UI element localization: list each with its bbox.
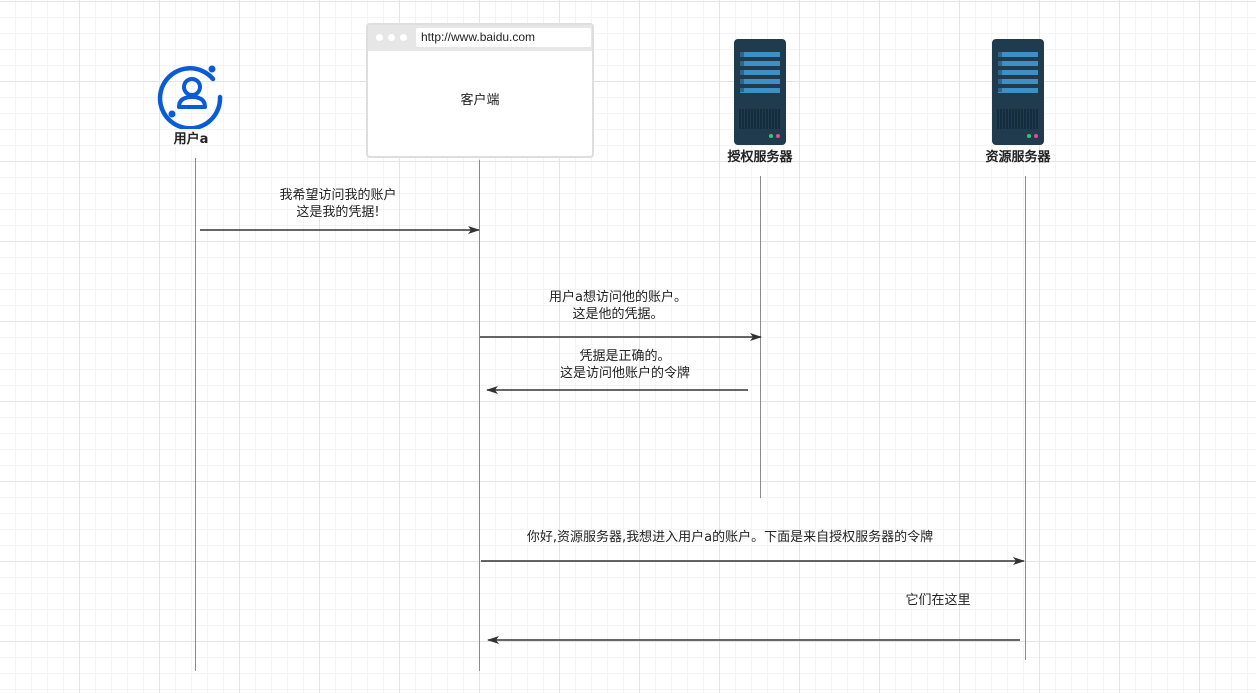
client-browser-window[interactable]: http://www.baidu.com 客户端 xyxy=(366,23,594,158)
user-circle-icon[interactable] xyxy=(157,59,227,129)
server-icon[interactable] xyxy=(734,39,786,145)
resource-server-label: 资源服务器 xyxy=(985,150,1051,165)
browser-dot-icon xyxy=(400,34,407,41)
resource-server-lifeline xyxy=(1025,176,1026,660)
message-label-1: 我希望访问我的账户 这是我的凭据! xyxy=(279,188,397,220)
client-label: 客户端 xyxy=(460,93,500,108)
auth-server-label: 授权服务器 xyxy=(727,150,793,165)
browser-dot-icon xyxy=(376,34,383,41)
server-icon[interactable] xyxy=(992,39,1044,145)
message-label-4: 你好,资源服务器,我想进入用户a的账户。下面是来自授权服务器的令牌 xyxy=(526,530,934,545)
browser-dot-icon xyxy=(388,34,395,41)
user-lifeline xyxy=(195,158,196,671)
message-label-5: 它们在这里 xyxy=(905,593,971,608)
message-label-3: 凭据是正确的。 这是访问他账户的令牌 xyxy=(559,349,690,381)
message-label-2: 用户a想访问他的账户。 这是他的凭据。 xyxy=(549,290,687,322)
url-bar[interactable]: http://www.baidu.com xyxy=(416,28,591,47)
browser-toolbar: http://www.baidu.com xyxy=(368,25,592,51)
user-label: 用户a xyxy=(173,132,209,147)
client-lifeline xyxy=(479,160,480,671)
